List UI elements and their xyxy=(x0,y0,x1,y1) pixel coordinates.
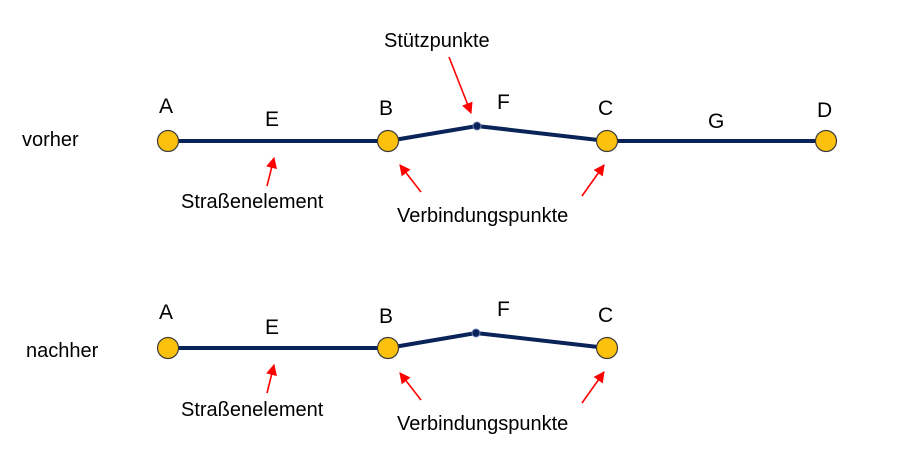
annotation-verbindungspunkte: Verbindungspunkte xyxy=(397,413,568,435)
node-d xyxy=(814,129,838,153)
node-label-c: C xyxy=(598,97,613,120)
node-c xyxy=(595,129,619,153)
arrow-verbindungspunkte-b xyxy=(399,164,422,193)
edge-label-g: G xyxy=(708,110,724,133)
node-b xyxy=(376,129,400,153)
node-b xyxy=(376,336,400,360)
shape-point xyxy=(471,328,481,338)
edge-label-e: E xyxy=(265,316,279,339)
arrow-strassenelement xyxy=(266,156,277,187)
road-segment-f xyxy=(387,330,608,350)
arrow-verbindungspunkte-b xyxy=(399,372,422,401)
node-a xyxy=(156,336,180,360)
node-label-a: A xyxy=(159,95,173,118)
edge-label-f: F xyxy=(497,298,510,321)
arrow-verbindungspunkte-c xyxy=(581,164,605,197)
edge-label-f: F xyxy=(497,91,510,114)
node-label-d: D xyxy=(817,99,832,122)
road-segment-f xyxy=(387,123,608,143)
node-c xyxy=(595,336,619,360)
row-label-vorher: vorher xyxy=(22,129,79,151)
arrow-strassenelement xyxy=(266,363,277,394)
arrow-verbindungspunkte-c xyxy=(581,371,605,404)
annotation-strassenelement: Straßenelement xyxy=(181,191,324,213)
annotation-verbindungspunkte: Verbindungspunkte xyxy=(397,205,568,227)
annotation-stuetzpunkte: Stützpunkte xyxy=(384,30,490,52)
bottom-diagram: nachher A B C E F Straßenelement Verbind… xyxy=(26,298,619,435)
node-label-b: B xyxy=(379,97,393,120)
edge-label-e: E xyxy=(265,108,279,131)
node-label-a: A xyxy=(159,301,173,324)
row-label-nachher: nachher xyxy=(26,340,99,362)
node-label-b: B xyxy=(379,305,393,328)
node-a xyxy=(156,129,180,153)
top-diagram: vorher A B C D E F G Stützpunkte Straßen… xyxy=(22,30,838,227)
shape-point xyxy=(472,121,482,131)
node-label-c: C xyxy=(598,304,613,327)
arrow-stuetzpunkte xyxy=(448,56,473,115)
annotation-strassenelement: Straßenelement xyxy=(181,399,324,421)
